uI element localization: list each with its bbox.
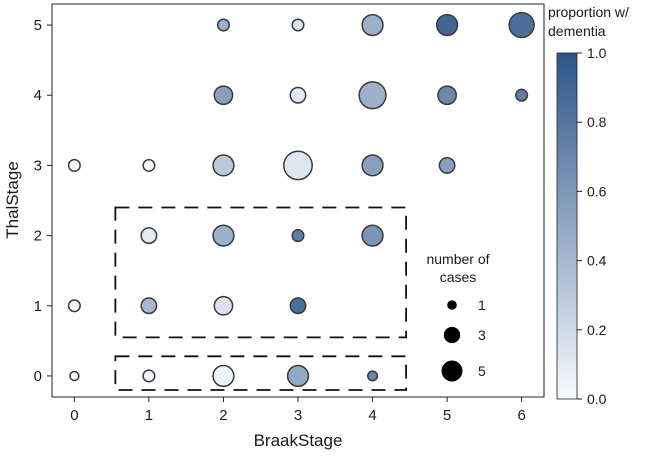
colorbar-gradient [556, 52, 578, 400]
size-legend-label: 5 [478, 363, 486, 379]
bubble-braak1-thal1 [140, 297, 158, 315]
y-tick-label: 1 [34, 298, 42, 315]
size-legend-label: 3 [478, 327, 486, 343]
x-tick-label: 4 [368, 407, 376, 424]
bubble-braak3-thal4 [289, 86, 307, 104]
bubble-braak5-thal3 [438, 156, 456, 174]
bubble-braak5-thal5 [435, 13, 459, 37]
bubble-braak0-thal1 [67, 299, 81, 313]
y-tick-label: 5 [34, 17, 42, 34]
x-tick-label: 6 [517, 407, 525, 424]
size-legend-title-line1: number of [426, 251, 489, 267]
bubble-braak3-thal2 [291, 229, 305, 243]
x-tick-label: 1 [145, 407, 153, 424]
bubble-braak3-thal0 [286, 364, 310, 388]
bubble-braak2-thal2 [212, 224, 235, 247]
bubble-braak3-thal3 [283, 150, 313, 181]
bubble-braak3-thal5 [291, 18, 305, 32]
bubble-braak0-thal0 [69, 370, 80, 382]
bubble-braak5-thal4 [437, 85, 458, 106]
colorbar-tick-label: 0.6 [587, 183, 607, 199]
bubble-braak1-thal0 [142, 369, 156, 383]
bubble-braak4-thal4 [358, 81, 387, 110]
bubble-braak2-thal1 [213, 295, 234, 316]
x-axis-ticks: 0 1 2 3 4 5 6 [70, 397, 526, 424]
size-legend-label: 1 [478, 297, 486, 313]
bubble-braak2-thal0 [212, 364, 235, 388]
bubbles-layer [67, 11, 535, 388]
size-legend: number of cases 1 3 5 [426, 251, 490, 382]
colorbar-tick-label: 0.4 [587, 253, 607, 269]
y-tick-label: 0 [34, 368, 42, 385]
bubble-braak2-thal4 [213, 85, 234, 106]
bubble-braak4-thal3 [361, 154, 384, 177]
highlight-box-2 [114, 355, 407, 391]
colorbar-tick-label: 1.0 [587, 45, 607, 61]
colorbar-title-line1: proportion w/ [548, 4, 629, 20]
y-axis-ticks: 0 1 2 3 4 5 [34, 17, 52, 385]
bubble-braak3-thal1 [289, 297, 307, 315]
bubble-braak0-thal3 [67, 158, 81, 172]
x-tick-label: 0 [70, 407, 78, 424]
x-axis-label: BraakStage [254, 431, 343, 450]
y-tick-label: 2 [34, 228, 42, 245]
bubble-braak2-thal3 [212, 154, 235, 177]
x-tick-label: 3 [294, 407, 302, 424]
bubble-braak4-thal5 [361, 13, 384, 37]
bubble-braak2-thal5 [216, 18, 231, 32]
size-legend-marker [441, 360, 463, 382]
bubble-braak6-thal4 [515, 88, 529, 102]
colorbar-tick-label: 0.0 [587, 391, 607, 407]
y-tick-label: 4 [34, 87, 42, 104]
bubble-braak4-thal0 [367, 370, 379, 382]
colorbar-title-line2: dementia [548, 23, 606, 39]
size-legend-title-line2: cases [440, 269, 477, 285]
size-legend-marker [443, 326, 461, 344]
bubble-braak4-thal2 [361, 224, 384, 247]
highlight-boxes [114, 206, 407, 391]
x-tick-label: 5 [443, 407, 451, 424]
y-tick-label: 3 [34, 157, 42, 174]
y-axis-label: ThalStage [3, 161, 22, 239]
colorbar-tick-label: 0.8 [587, 114, 607, 130]
highlight-box-1 [114, 206, 407, 339]
bubble-braak1-thal3 [142, 158, 156, 172]
colorbar-tick-label: 0.2 [587, 322, 607, 338]
size-legend-marker [447, 300, 457, 310]
x-tick-label: 2 [219, 407, 227, 424]
colorbar: proportion w/ dementia 0.0 0.2 0.4 0.6 0.8 1.… [548, 4, 629, 407]
bubble-braak1-thal2 [140, 227, 158, 245]
bubble-braak6-thal5 [508, 11, 535, 39]
